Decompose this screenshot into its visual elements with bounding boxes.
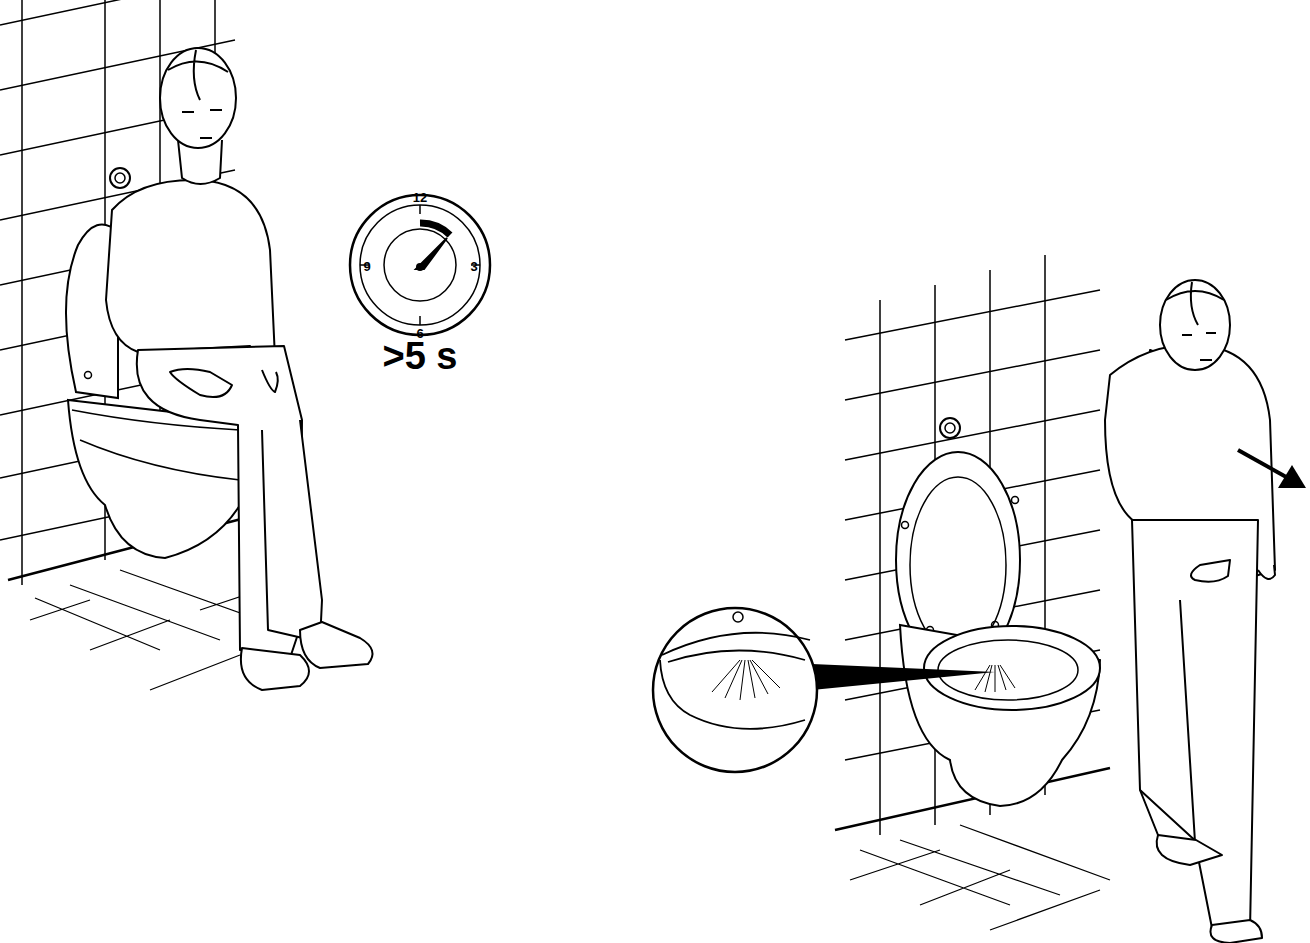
lid-bumper xyxy=(1012,497,1019,504)
floor-tiles xyxy=(30,570,260,690)
face xyxy=(1182,333,1216,360)
leg xyxy=(262,420,322,642)
clock-center xyxy=(416,263,424,271)
clock-face xyxy=(350,195,490,335)
timer-clock xyxy=(350,195,490,335)
elapsed-arc xyxy=(420,223,450,235)
shoe xyxy=(241,648,309,690)
shoe xyxy=(1157,835,1222,865)
head xyxy=(1160,280,1230,370)
flush-spray xyxy=(975,665,1015,692)
flush-sensor xyxy=(945,423,955,433)
leg-lines xyxy=(1140,600,1200,845)
clock-number: 9 xyxy=(363,260,370,273)
detail-magnifier xyxy=(653,608,817,772)
walking-person xyxy=(1105,280,1275,943)
clock-ticks xyxy=(360,205,480,325)
bowl-inner xyxy=(938,640,1078,700)
toilet-rim xyxy=(924,626,1100,710)
flush-spray-detail xyxy=(712,660,780,700)
clock-number: 3 xyxy=(470,260,477,273)
hand xyxy=(1258,565,1275,579)
flush-sensor xyxy=(940,418,960,438)
lid-hinge xyxy=(85,372,92,379)
legs xyxy=(1132,520,1258,930)
clock-number: 6 xyxy=(416,327,423,340)
toilet-bowl xyxy=(68,400,240,558)
tile-lines xyxy=(845,290,1100,760)
clock-dial xyxy=(384,229,456,301)
shoe xyxy=(300,622,373,668)
hand xyxy=(1191,560,1230,582)
shoe xyxy=(1210,920,1262,943)
seated-person xyxy=(106,48,373,690)
rim-detail xyxy=(660,633,810,729)
clock-ring xyxy=(360,205,480,325)
hand xyxy=(170,369,232,397)
floor-tiles xyxy=(850,825,1110,930)
hair xyxy=(168,50,228,100)
flush-sensor xyxy=(115,173,125,183)
head xyxy=(160,48,236,148)
magnifier-pointer xyxy=(812,664,995,690)
clock-number: 12 xyxy=(413,191,427,204)
toilet-bowl xyxy=(900,625,1100,806)
rim-nozzle xyxy=(733,612,743,622)
hand xyxy=(262,370,278,392)
direction-arrow xyxy=(1238,450,1288,478)
hair xyxy=(1166,282,1224,325)
duration-label: >5 s xyxy=(382,337,457,375)
arrow-head xyxy=(1278,465,1306,488)
wall-tiles-right xyxy=(845,255,1100,835)
flush-sensor xyxy=(110,168,130,188)
lid-bumper xyxy=(902,522,909,529)
face xyxy=(182,110,222,138)
